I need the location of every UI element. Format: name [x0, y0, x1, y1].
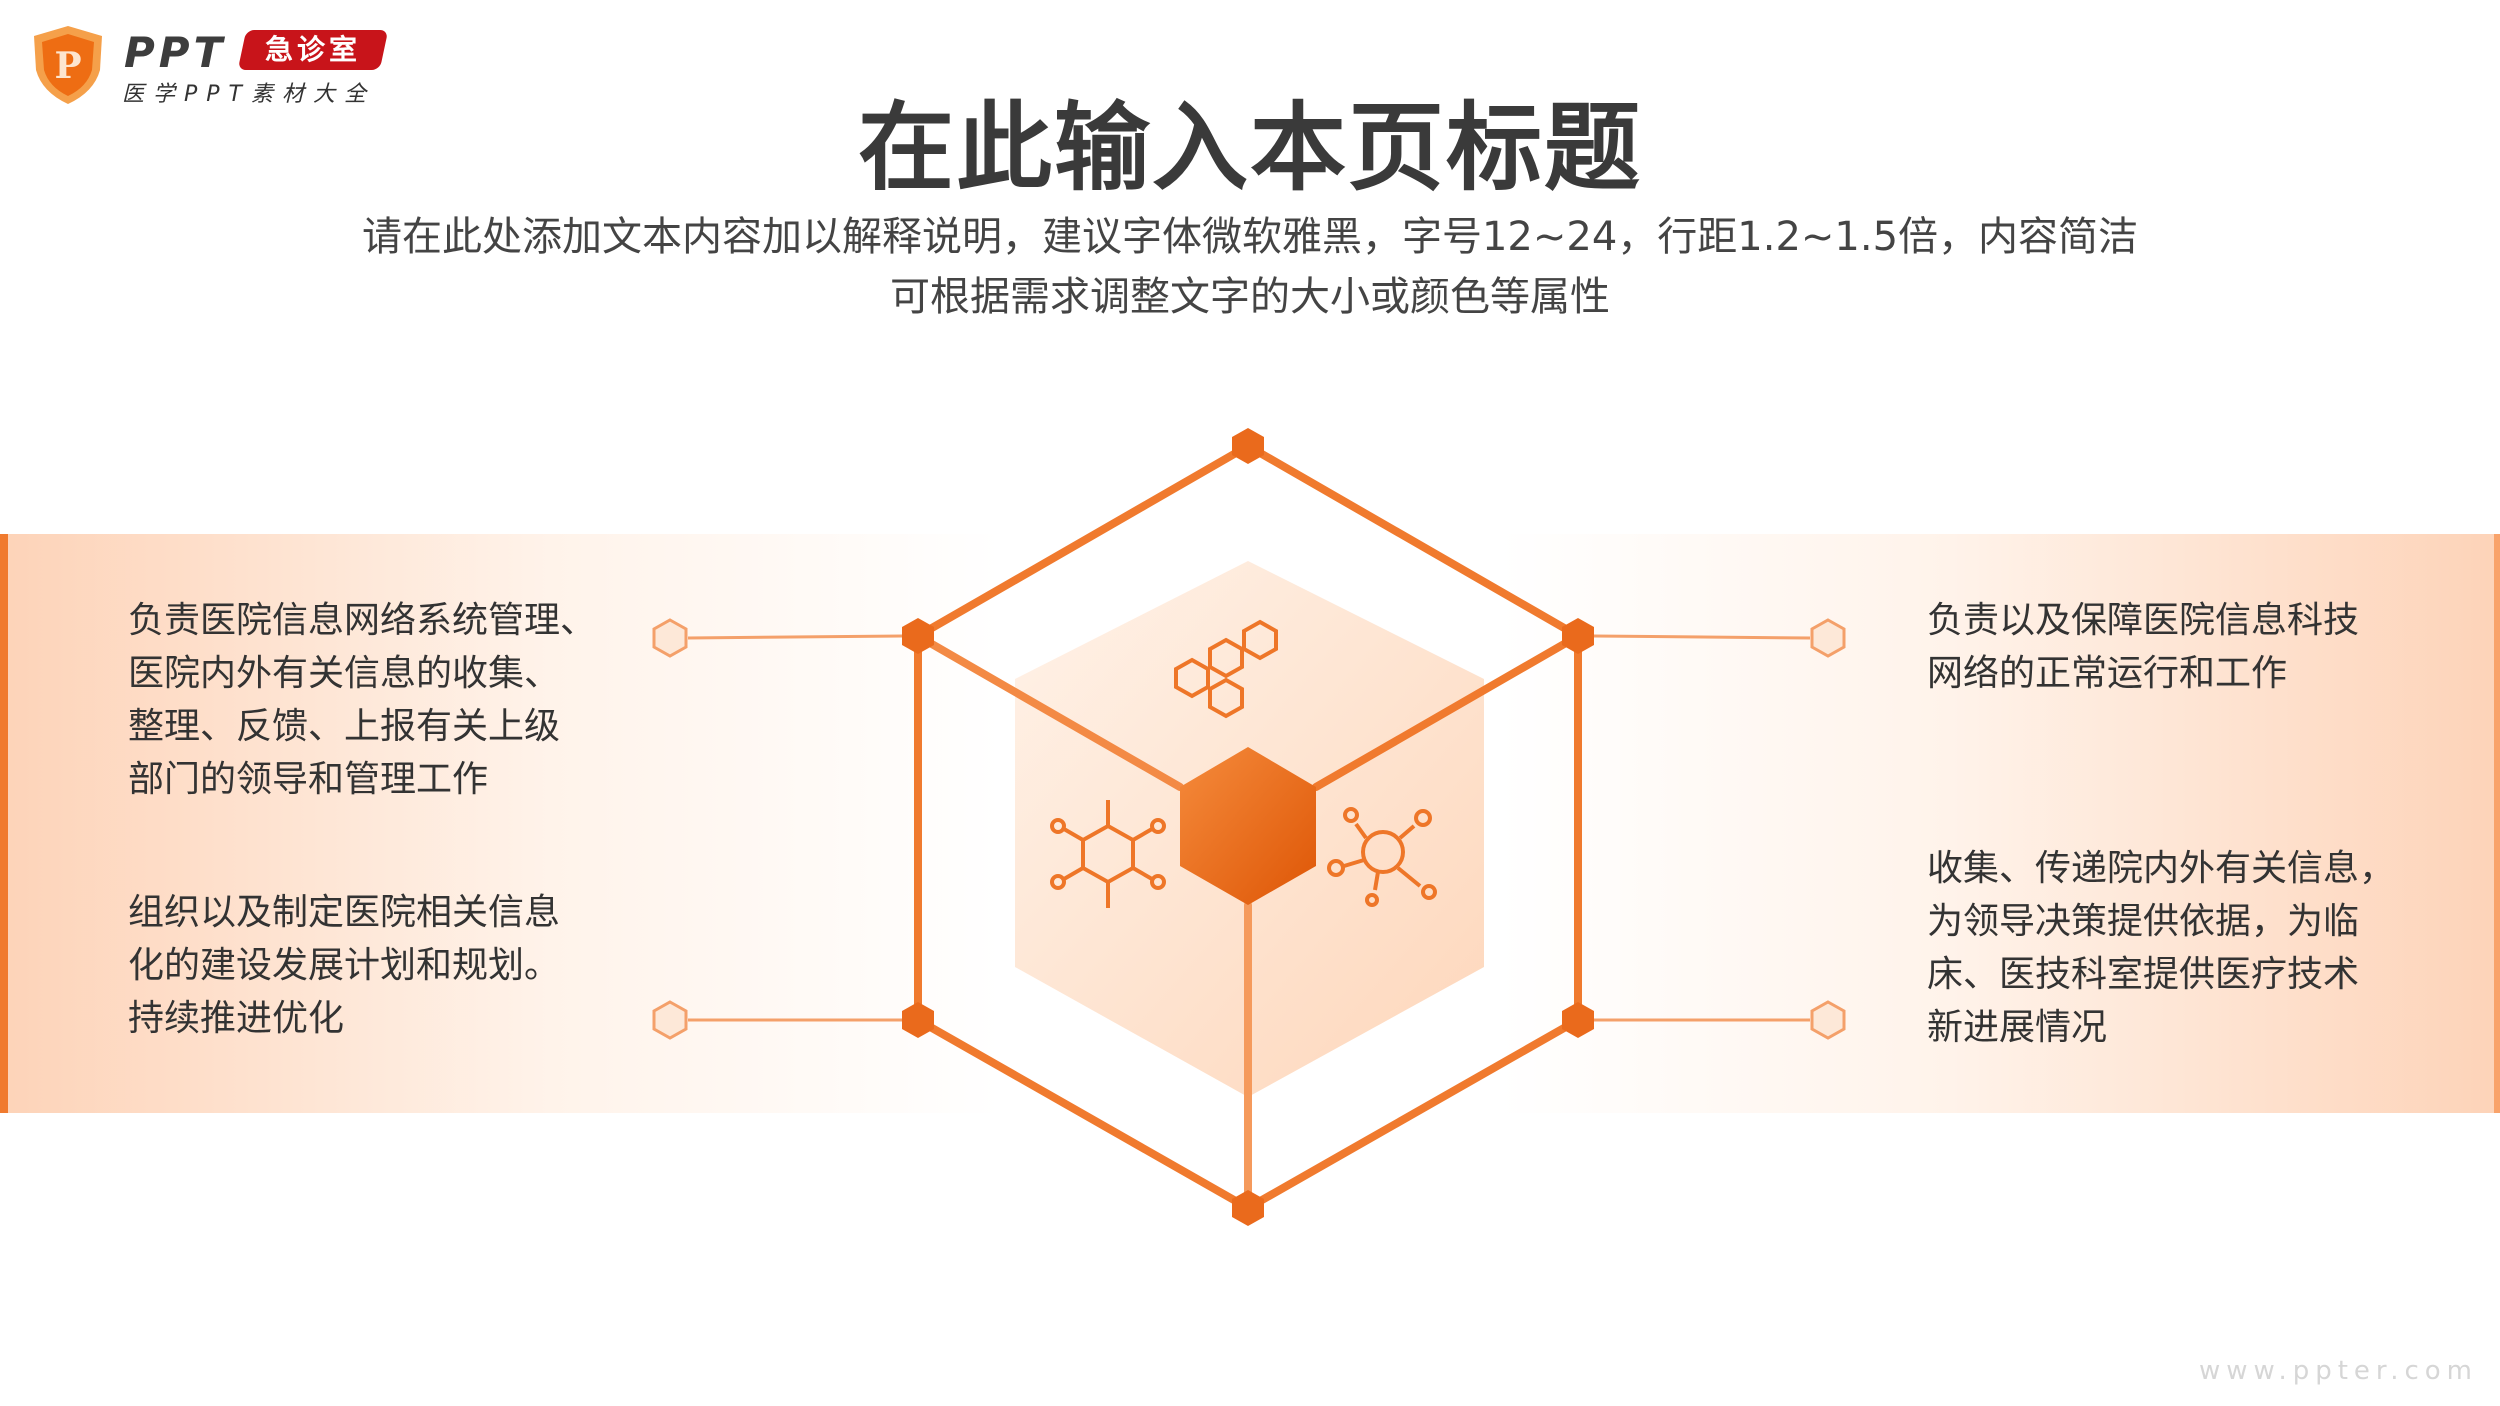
spoke-left: [914, 632, 1184, 791]
text-line: 新进展情况: [1927, 1007, 2108, 1048]
text-line: 收集、传递院内外有关信息，: [1927, 848, 2396, 889]
spoke-right: [1312, 632, 1582, 791]
text-line: 整理、反馈、上报有关上级: [128, 706, 561, 747]
shield-icon: P: [34, 26, 102, 104]
subtitle-line-2: 可根据需求调整文字的大小或颜色等属性: [890, 274, 1610, 320]
logo-brand: PPT: [124, 28, 227, 77]
connector-hex-icon: [1810, 618, 1846, 658]
honeycomb-molecule-icon: [1174, 619, 1278, 719]
text-line: 组织以及制定医院相关信息: [128, 892, 561, 933]
atom-network-icon: [1327, 807, 1437, 907]
text-line: 负责以及保障医院信息科技: [1927, 600, 2360, 641]
page-title: 在此输入本页标题: [858, 92, 1642, 204]
vertex-nodes: [902, 428, 1594, 1226]
right-item-2: 收集、传递院内外有关信息， 为领导决策提供依据，为临 床、医技科室提供医疗技术 …: [1927, 842, 2395, 1054]
text-line: 为领导决策提供依据，为临: [1927, 901, 2360, 942]
text-line: 负责医院信息网络系统管理、: [128, 600, 597, 641]
band-left-edge: [0, 534, 8, 1113]
connector-hex-icon: [652, 1000, 688, 1040]
text-line: 网络的正常运行和工作: [1927, 653, 2288, 694]
watermark: www.ppter.com: [2199, 1356, 2478, 1386]
subtitle-line-1: 请在此处添加文本内容加以解释说明，建议字体微软雅黑，字号12~24，行距1.2~…: [361, 214, 2139, 260]
band-right-edge: [2494, 534, 2500, 1113]
connector-hex-icon: [1810, 1000, 1846, 1040]
logo: P PPT 急诊室 医学PPT素材大全: [28, 22, 389, 112]
left-item-1: 负责医院信息网络系统管理、 医院内外有关信息的收集、 整理、反馈、上报有关上级 …: [128, 594, 596, 806]
core-hexagon: [1180, 747, 1316, 905]
text-line: 化的建设发展计划和规划。: [128, 945, 561, 986]
benzene-molecule-icon: [1050, 800, 1166, 908]
connector-hex-icon: [652, 618, 688, 658]
text-line: 床、医技科室提供医疗技术: [1927, 954, 2360, 995]
text-line: 部门的领导和管理工作: [128, 759, 489, 800]
text-line: 医院内外有关信息的收集、: [128, 653, 561, 694]
text-line: 持续推进优化: [128, 998, 345, 1039]
right-item-1: 负责以及保障医院信息科技 网络的正常运行和工作: [1927, 594, 2359, 700]
logo-tagline: 医学PPT素材大全: [122, 82, 375, 107]
left-item-2: 组织以及制定医院相关信息 化的建设发展计划和规划。 持续推进优化: [128, 886, 560, 1045]
svg-text:P: P: [54, 45, 81, 87]
